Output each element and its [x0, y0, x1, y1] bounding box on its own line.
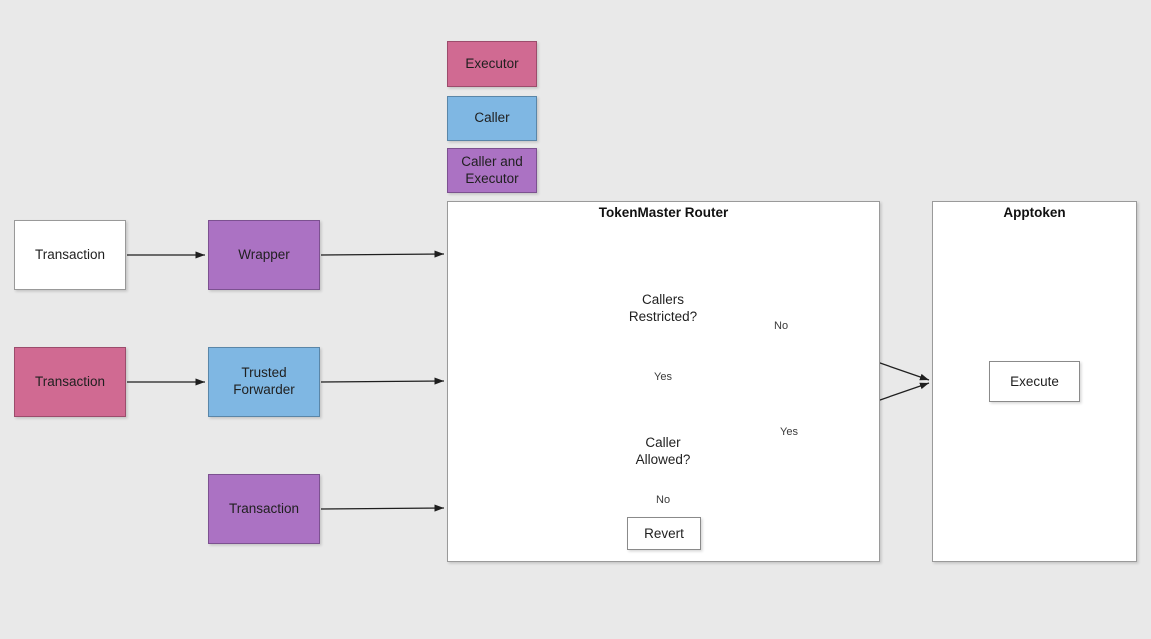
- panel-apptoken-title: Apptoken: [1003, 205, 1066, 220]
- node-revert-label: Revert: [644, 526, 684, 541]
- node-trusted-forwarder-label: Trusted Forwarder: [233, 365, 295, 397]
- node-transaction-executor[interactable]: Transaction: [14, 347, 126, 417]
- edge-transaction3-to-router: [320, 504, 445, 512]
- legend-item-caller-and-executor[interactable]: Caller and Executor: [447, 148, 537, 193]
- edge-trusted-forwarder-to-router: [320, 377, 445, 385]
- node-transaction-caller-and-executor[interactable]: Transaction: [208, 474, 320, 544]
- node-revert[interactable]: Revert: [627, 517, 701, 550]
- node-transaction-executor-label: Transaction: [34, 373, 106, 389]
- node-wrapper[interactable]: Wrapper: [208, 220, 320, 290]
- legend-item-caller-label: Caller: [474, 110, 510, 126]
- edge-label-decision2-no: No: [655, 494, 672, 506]
- legend-item-executor-label: Executor: [465, 55, 519, 71]
- legend-item-executor[interactable]: Executor: [447, 41, 537, 87]
- node-wrapper-label: Wrapper: [238, 246, 290, 262]
- edge-label-decision2-yes: Yes: [779, 426, 799, 438]
- legend-item-caller[interactable]: Caller: [447, 96, 537, 141]
- legend-item-caller-and-executor-label: Caller and Executor: [461, 153, 523, 186]
- node-transaction-plain[interactable]: Transaction: [14, 220, 126, 290]
- edge-wrapper-to-router: [320, 250, 445, 258]
- panel-tokenmaster-router-title: TokenMaster Router: [598, 205, 729, 220]
- node-transaction-plain-label: Transaction: [34, 246, 106, 262]
- node-trusted-forwarder[interactable]: Trusted Forwarder: [208, 347, 320, 417]
- node-execute-label: Execute: [1010, 374, 1059, 389]
- node-execute[interactable]: Execute: [989, 361, 1080, 402]
- node-transaction-caller-and-executor-label: Transaction: [228, 500, 300, 516]
- edge-label-decision1-yes: Yes: [653, 371, 673, 383]
- edge-label-decision1-no: No: [773, 320, 790, 332]
